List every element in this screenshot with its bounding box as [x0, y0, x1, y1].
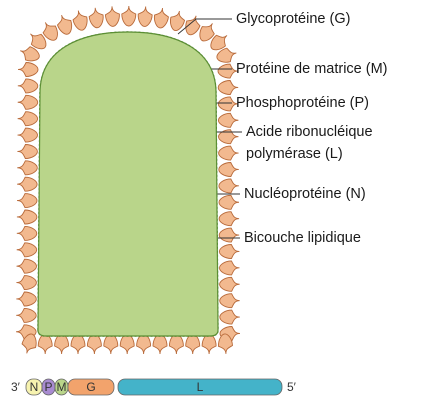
- label-phosphoprotein: Phosphoprotéine (P): [236, 95, 369, 112]
- glycoprotein-spike: [18, 112, 38, 126]
- glycoprotein-spike: [219, 244, 239, 258]
- glycoprotein-spike: [18, 62, 38, 76]
- gene-G: G: [68, 379, 114, 395]
- glycoprotein-spike: [88, 7, 104, 28]
- glycoprotein-spike: [220, 277, 240, 291]
- glycoprotein-spike: [137, 334, 151, 354]
- glycoprotein-spike: [17, 177, 37, 191]
- glycoprotein-spike: [219, 146, 239, 160]
- glycoprotein-spike: [137, 6, 152, 27]
- lipid-bilayer-fill: [38, 32, 218, 336]
- glycoprotein-spike: [17, 194, 37, 208]
- gene-label: N: [30, 380, 39, 394]
- glycoprotein-spike: [16, 259, 36, 273]
- glycoprotein-spike: [153, 7, 169, 29]
- glycoprotein-spike: [18, 95, 38, 109]
- glycoprotein-spike: [16, 276, 36, 290]
- glycoprotein-spike: [169, 334, 183, 354]
- glycoprotein-spike: [17, 243, 37, 257]
- glycoprotein-spike: [219, 261, 239, 275]
- glycoprotein-spike: [17, 226, 37, 240]
- glycoprotein-spike: [219, 179, 239, 193]
- glycoprotein-spike: [218, 80, 238, 94]
- glycoprotein-spike: [219, 195, 239, 209]
- glycoprotein-spike: [219, 228, 239, 242]
- glycoprotein-spike: [219, 212, 239, 226]
- glycoprotein-spike: [17, 210, 37, 224]
- glycoprotein-spike: [220, 310, 240, 324]
- glycoprotein-spike: [104, 334, 118, 354]
- gene-N: N: [26, 379, 42, 395]
- genome-3prime-label: 3′: [11, 380, 21, 394]
- glycoprotein-spike: [122, 6, 136, 26]
- glycoprotein-spike: [71, 9, 89, 31]
- glycoprotein-spike: [38, 334, 52, 354]
- gene-label: P: [44, 380, 52, 394]
- gene-label: M: [57, 380, 67, 394]
- glycoprotein-spike: [17, 161, 37, 175]
- glycoprotein-spike: [87, 334, 101, 354]
- glycoprotein-spike: [202, 334, 216, 354]
- glycoprotein-spike: [105, 6, 120, 27]
- glycoprotein-spike: [220, 294, 240, 308]
- glycoprotein-spike: [218, 113, 238, 127]
- glycoprotein-spike: [18, 79, 38, 93]
- label-polymerase-line2: polymérase (L): [246, 146, 343, 163]
- glycoprotein-spike: [17, 144, 37, 158]
- glycoprotein-spike: [219, 162, 239, 176]
- label-polymerase-line1: Acide ribonucléique: [246, 124, 373, 141]
- glycoprotein-spike: [71, 334, 85, 354]
- gene-label: G: [86, 380, 95, 394]
- label-glycoprotein: Glycoprotéine (G): [236, 11, 350, 28]
- label-matrix-protein: Protéine de matrice (M): [236, 61, 388, 78]
- glycoprotein-spike: [186, 334, 200, 354]
- gene-M: M: [55, 379, 68, 395]
- gene-label: L: [197, 380, 204, 394]
- glycoprotein-spike: [153, 334, 167, 354]
- glycoprotein-spike: [55, 334, 69, 354]
- gene-P: P: [42, 379, 55, 395]
- glycoprotein-spike: [17, 128, 37, 142]
- glycoprotein-spike: [16, 308, 36, 322]
- glycoprotein-spike: [168, 9, 186, 32]
- gene-L: L: [118, 379, 282, 395]
- label-nucleoprotein: Nucléoprotéine (N): [244, 186, 366, 203]
- genome-5prime-label: 5′: [287, 380, 297, 394]
- glycoprotein-spike: [16, 292, 36, 306]
- label-lipid-bilayer: Bicouche lipidique: [244, 230, 361, 247]
- glycoprotein-spike: [120, 334, 134, 354]
